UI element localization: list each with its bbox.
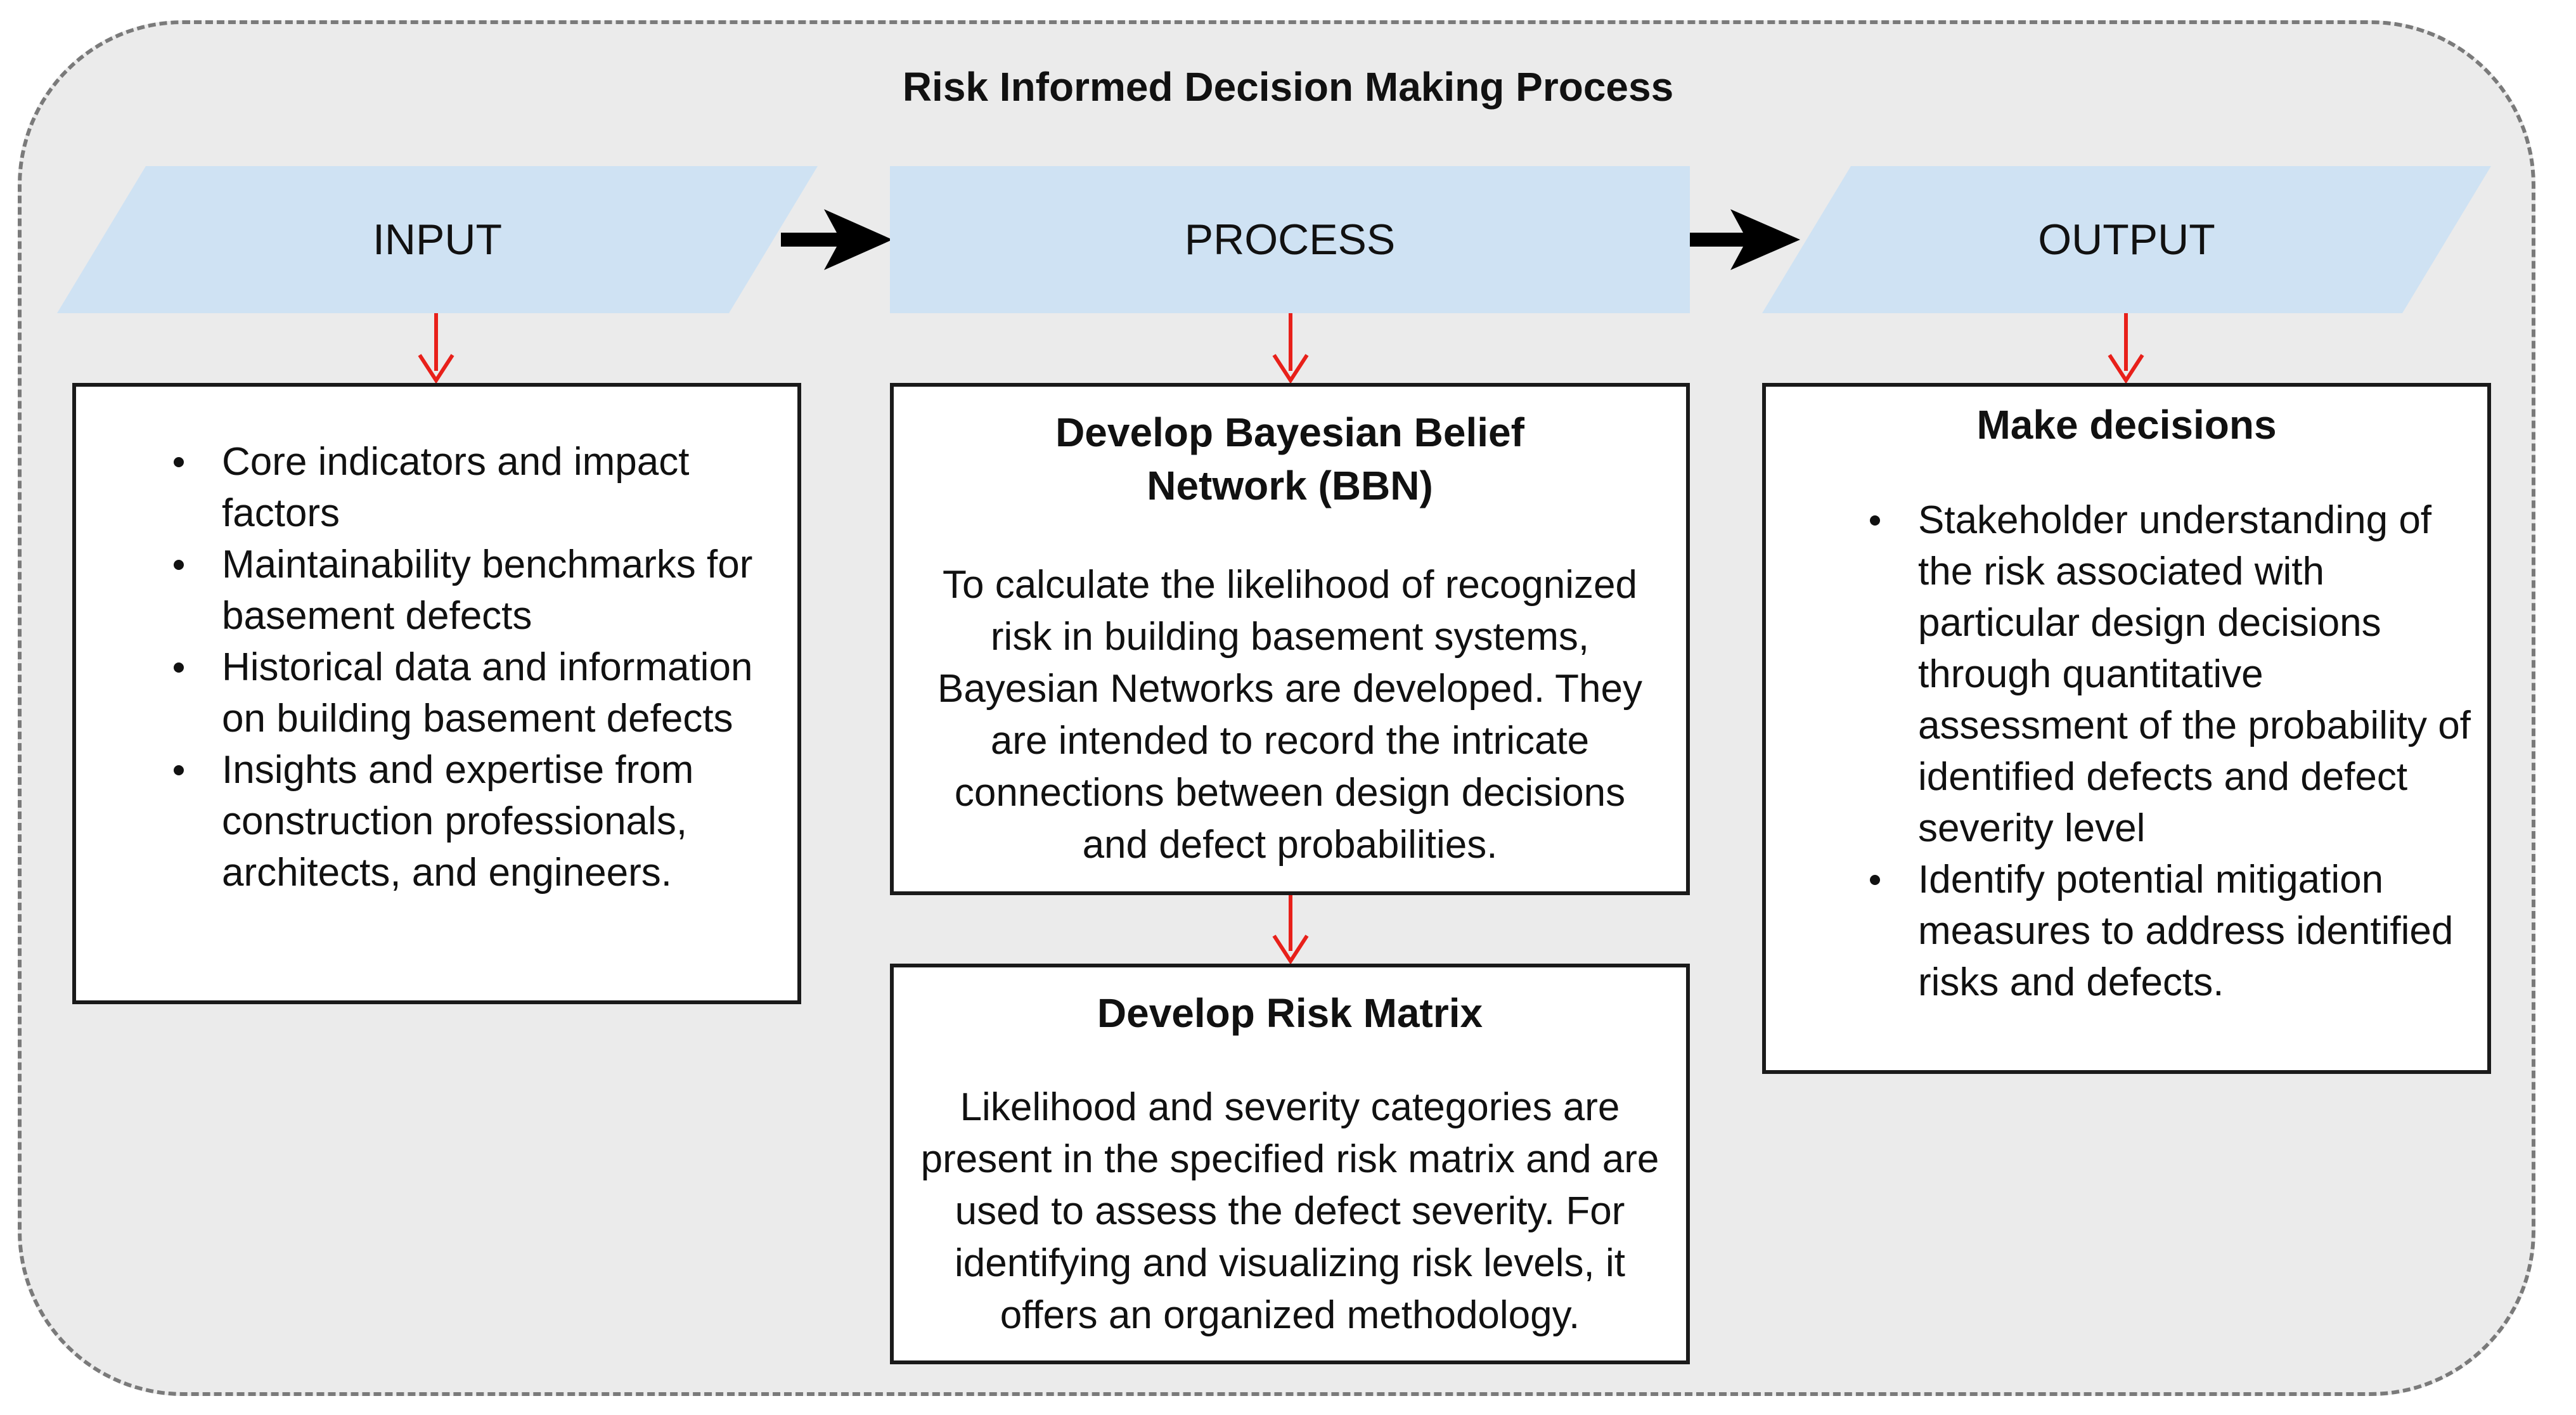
input-box: Core indicators and impact factors Maint…: [72, 383, 801, 1004]
decisions-item: Stakeholder understanding of the risk as…: [1842, 494, 2475, 854]
input-phase-label: INPUT: [373, 216, 502, 264]
input-item: Core indicators and impact factors: [146, 436, 772, 539]
process-rectangle: [890, 166, 1690, 313]
risk-matrix-box-text: Likelihood and severity categories are p…: [920, 1085, 1659, 1337]
input-parallelogram: [57, 166, 818, 313]
bbn-box: Develop Bayesian Belief Network (BBN) To…: [890, 383, 1690, 895]
input-item: Maintainability benchmarks for basement …: [146, 539, 772, 642]
input-item: Historical data and information on build…: [146, 642, 772, 744]
input-item: Insights and expertise from construction…: [146, 744, 772, 898]
input-phase: INPUT: [57, 166, 818, 313]
decisions-box: Make decisions Stakeholder understanding…: [1762, 383, 2491, 1074]
output-phase: OUTPUT: [1762, 166, 2491, 313]
decisions-list: Stakeholder understanding of the risk as…: [1842, 494, 2475, 1008]
decisions-item: Identify potential mitigation measures t…: [1842, 854, 2475, 1008]
process-phase: PROCESS: [890, 166, 1690, 313]
decisions-box-title: Make decisions: [1976, 402, 2277, 448]
diagram-title: Risk Informed Decision Making Process: [902, 64, 1674, 110]
risk-matrix-box: Develop Risk Matrix Likelihood and sever…: [890, 964, 1690, 1364]
output-phase-label: OUTPUT: [2038, 216, 2215, 264]
process-phase-label: PROCESS: [1184, 216, 1396, 264]
bbn-box-text: To calculate the likelihood of recognize…: [937, 563, 1643, 867]
input-list: Core indicators and impact factors Maint…: [146, 436, 772, 898]
output-parallelogram: [1762, 166, 2491, 313]
risk-matrix-box-title: Develop Risk Matrix: [1097, 990, 1483, 1036]
bbn-box-title: Develop Bayesian Belief Network (BBN): [1055, 410, 1524, 508]
